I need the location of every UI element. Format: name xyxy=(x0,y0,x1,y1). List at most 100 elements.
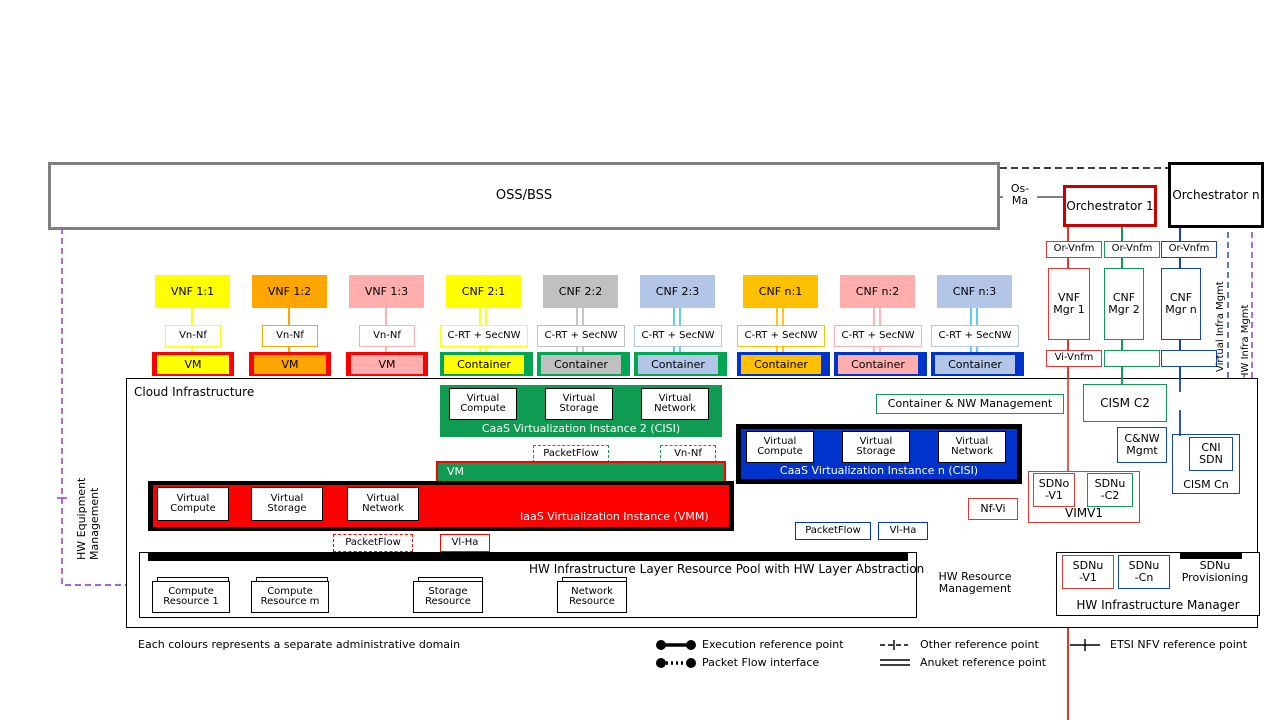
caas2-virtual-compute[interactable]: Virtual Compute xyxy=(449,388,517,420)
function-label: CNF 2:1 xyxy=(461,284,506,298)
orchestrator-1-box[interactable]: Orchestrator 1 xyxy=(1063,185,1157,227)
him-sdnu-cn-box[interactable]: SDNu -Cn xyxy=(1118,555,1170,589)
caasn-title: CaaS Virtualization Instance n (CISI) xyxy=(779,464,979,478)
container-nw-management-label[interactable]: Container & NW Management xyxy=(876,394,1064,414)
legend-item-packetflow: Packet Flow interface xyxy=(702,656,820,669)
iaas-packetflow-label[interactable]: PacketFlow xyxy=(333,534,413,552)
function-box-cnf-n-2[interactable]: CNF n:2 xyxy=(840,275,915,308)
unit-box-vm-1[interactable]: VM xyxy=(157,355,229,374)
iface-box-crt-4[interactable]: C-RT + SecNW xyxy=(737,325,825,347)
cnf-mgr-2-box[interactable]: CNF Mgr 2 xyxy=(1104,268,1144,340)
hw-equipment-mgmt-label: HW Equipment Management xyxy=(75,477,101,560)
or-vnfm-blue[interactable]: Or-Vnfm xyxy=(1161,241,1217,258)
unit-box-container-3[interactable]: Container xyxy=(638,355,718,374)
function-box-cnf-2-2[interactable]: CNF 2:2 xyxy=(543,275,618,308)
iaas-vlha-label[interactable]: Vl-Ha xyxy=(440,534,490,552)
unit-box-container-1[interactable]: Container xyxy=(444,355,524,374)
cnf-mgr-2-label: CNF Mgr 2 xyxy=(1108,291,1140,316)
caasn-virtual-compute[interactable]: Virtual Compute xyxy=(746,431,814,463)
function-box-cnf-2-1[interactable]: CNF 2:1 xyxy=(446,275,521,308)
resource-label: Virtual Compute xyxy=(170,492,216,514)
ossbss-box[interactable]: OSS/BSS xyxy=(48,162,1000,230)
iface-box-crt-6[interactable]: C-RT + SecNW xyxy=(931,325,1019,347)
caas2-virtual-network[interactable]: Virtual Network xyxy=(641,388,709,420)
resource-label: Virtual Network xyxy=(951,435,993,457)
unit-box-container-2[interactable]: Container xyxy=(541,355,621,374)
legend-note: Each colours represents a separate admin… xyxy=(138,638,461,651)
caasn-packetflow-label[interactable]: PacketFlow xyxy=(795,522,871,540)
iface-box-vn-nf-1[interactable]: Vn-Nf xyxy=(165,325,221,347)
compute-resource-m[interactable]: Compute Resource m xyxy=(251,581,329,613)
caas2-virtual-storage[interactable]: Virtual Storage xyxy=(545,388,613,420)
legend-item-execution: Execution reference point xyxy=(702,638,844,651)
cnw-mgmt-label: C&NW Mgmt xyxy=(1124,432,1160,457)
iface-box-crt-5[interactable]: C-RT + SecNW xyxy=(834,325,922,347)
nf-vi-box[interactable]: Nf-Vi xyxy=(968,498,1018,520)
unit-box-container-6[interactable]: Container xyxy=(935,355,1015,374)
unit-box-vm-3[interactable]: VM xyxy=(351,355,423,374)
iface-label: C-RT + SecNW xyxy=(744,329,818,341)
cni-sdn-box[interactable]: CNI SDN xyxy=(1189,437,1233,471)
resource-label: Virtual Network xyxy=(362,492,404,514)
vi-vnfm-red[interactable]: Vi-Vnfm xyxy=(1046,350,1102,367)
him-sdnu-provisioning[interactable]: SDNu Provisioning xyxy=(1176,555,1254,589)
or-vnfm-green[interactable]: Or-Vnfm xyxy=(1104,241,1160,258)
unit-label: Container xyxy=(754,357,808,371)
cism-cn-label: CISM Cn xyxy=(1183,478,1229,492)
unit-label: Container xyxy=(457,357,511,371)
him-sdnu-v1-box[interactable]: SDNu -V1 xyxy=(1062,555,1114,589)
cnw-mgmt-box[interactable]: C&NW Mgmt xyxy=(1117,427,1167,463)
function-box-cnf-2-3[interactable]: CNF 2:3 xyxy=(640,275,715,308)
caas2-vm-strip-border xyxy=(436,461,726,483)
sdnu-c2-box[interactable]: SDNu -C2 xyxy=(1087,473,1133,507)
ossbss-label: OSS/BSS xyxy=(495,188,553,204)
iaas-title: IaaS Virtualization Instance (VMM) xyxy=(520,510,709,523)
iaas-instance xyxy=(153,485,729,527)
function-box-cnf-n-1[interactable]: CNF n:1 xyxy=(743,275,818,308)
compute-resource-1[interactable]: Compute Resource 1 xyxy=(152,581,230,613)
caas2-vm-label: VM xyxy=(447,465,465,478)
vnf-mgr-1-box[interactable]: VNF Mgr 1 xyxy=(1048,268,1090,340)
unit-label: VM xyxy=(184,357,202,371)
or-vnfm-red[interactable]: Or-Vnfm xyxy=(1046,241,1102,258)
caasn-virtual-storage[interactable]: Virtual Storage xyxy=(842,431,910,463)
cism-c2-box[interactable]: CISM C2 xyxy=(1083,384,1167,422)
iface-box-crt-2[interactable]: C-RT + SecNW xyxy=(537,325,625,347)
iface-box-crt-1[interactable]: C-RT + SecNW xyxy=(440,325,528,347)
sdnu-c2-label: SDNu -C2 xyxy=(1094,477,1126,502)
orchestrator-1-label: Orchestrator 1 xyxy=(1066,198,1154,213)
iface-label: Vn-Nf xyxy=(373,329,401,341)
vi-vnfm-blue-empty[interactable] xyxy=(1161,350,1217,367)
storage-resource[interactable]: Storage Resource xyxy=(413,581,483,613)
function-box-vnf-1-2[interactable]: VNF 1:2 xyxy=(252,275,327,308)
vnf-mgr-1-label: VNF Mgr 1 xyxy=(1053,291,1085,316)
orchestrator-n-box[interactable]: Orchestrator n xyxy=(1168,162,1264,228)
iaas-virtual-storage[interactable]: Virtual Storage xyxy=(251,487,323,521)
network-resource[interactable]: Network Resource xyxy=(557,581,627,613)
vi-vnfm-green-empty[interactable] xyxy=(1104,350,1160,367)
resource-label: Virtual Compute xyxy=(460,392,506,414)
iface-box-vn-nf-2[interactable]: Vn-Nf xyxy=(262,325,318,347)
unit-box-vm-2[interactable]: VM xyxy=(254,355,326,374)
hw-resource-mgmt-label: HW Resource Management xyxy=(930,566,1020,600)
unit-box-container-4[interactable]: Container xyxy=(741,355,821,374)
iface-label: Vn-Nf xyxy=(276,329,304,341)
cnf-mgr-n-box[interactable]: CNF Mgr n xyxy=(1161,268,1201,340)
unit-label: Container xyxy=(554,357,608,371)
iaas-virtual-network[interactable]: Virtual Network xyxy=(347,487,419,521)
iface-box-vn-nf-3[interactable]: Vn-Nf xyxy=(359,325,415,347)
function-box-vnf-1-1[interactable]: VNF 1:1 xyxy=(155,275,230,308)
iface-label: C-RT + SecNW xyxy=(544,329,618,341)
function-box-vnf-1-3[interactable]: VNF 1:3 xyxy=(349,275,424,308)
function-label: CNF 2:2 xyxy=(558,284,603,298)
iface-box-crt-3[interactable]: C-RT + SecNW xyxy=(634,325,722,347)
iface-label: Vn-Nf xyxy=(179,329,207,341)
iaas-virtual-compute[interactable]: Virtual Compute xyxy=(157,487,229,521)
him-label: HW Infrastructure Manager xyxy=(1076,598,1240,613)
sdno-v1-box[interactable]: SDNo -V1 xyxy=(1033,473,1075,507)
function-box-cnf-n-3[interactable]: CNF n:3 xyxy=(937,275,1012,308)
caasn-vlha-label[interactable]: Vl-Ha xyxy=(878,522,928,540)
caasn-virtual-network[interactable]: Virtual Network xyxy=(938,431,1006,463)
function-label: CNF n:1 xyxy=(758,284,803,298)
unit-box-container-5[interactable]: Container xyxy=(838,355,918,374)
